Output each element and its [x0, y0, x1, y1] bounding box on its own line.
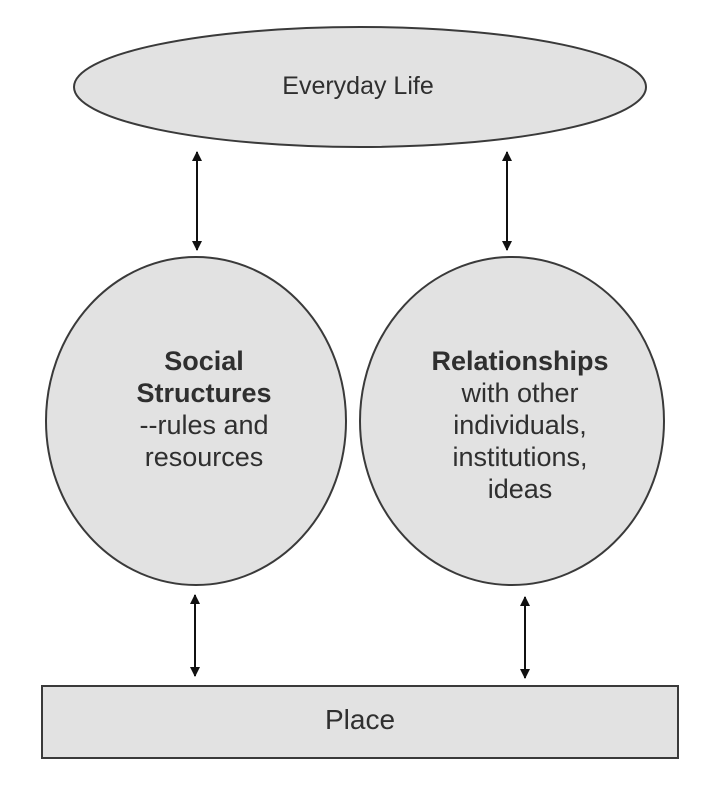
relationships-body-line3: institutions,	[452, 442, 588, 472]
place-node	[41, 685, 679, 759]
relationships-body-line4: ideas	[487, 474, 553, 504]
social-structures-title-line2: Structures	[136, 378, 272, 408]
relationships-title: Relationships	[431, 346, 609, 376]
social-structures-body-line2: resources	[144, 442, 264, 472]
social-structures-title-line1: Social	[164, 346, 244, 376]
social-structures-node	[45, 256, 347, 586]
place-label: Place	[40, 700, 680, 740]
relationships-body-line2: individuals,	[453, 410, 587, 440]
everyday-life-node	[73, 26, 647, 148]
relationships-label: Relationships with other individuals, in…	[370, 345, 670, 505]
place-label-text: Place	[324, 704, 396, 735]
relationships-body-line1: with other	[461, 378, 579, 408]
social-structures-label: Social Structures --rules and resources	[64, 345, 344, 473]
relationships-node	[359, 256, 665, 586]
everyday-life-label: Everyday Life	[70, 66, 646, 106]
everyday-life-label-text: Everyday Life	[282, 72, 434, 100]
social-structures-body-line1: --rules and	[139, 410, 269, 440]
